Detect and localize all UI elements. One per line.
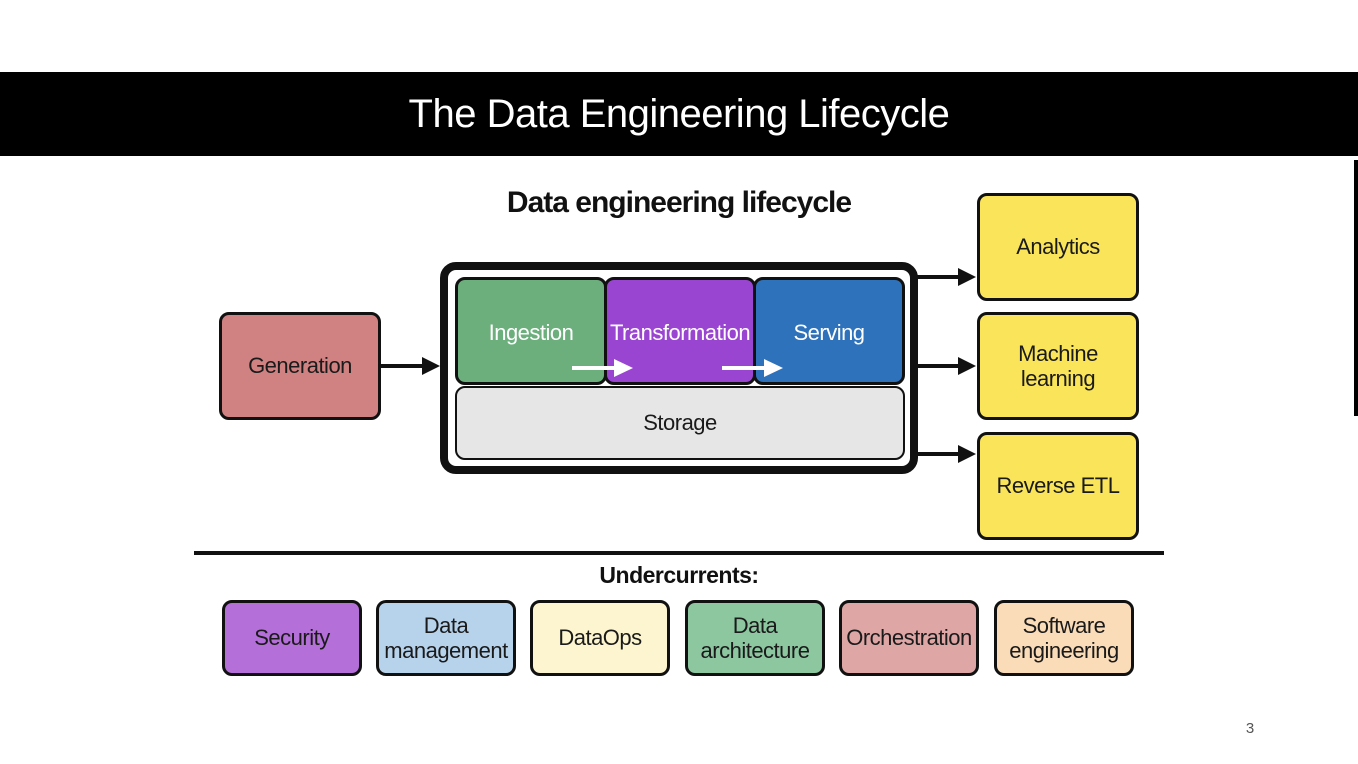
transformation-to-serving-arrow [722,359,783,377]
ingestion-to-transformation-arrow [572,359,633,377]
reverse-etl-box: Reverse ETL [977,432,1139,540]
diagram-title: Data engineering lifecycle [506,186,852,219]
slide-title: The Data Engineering Lifecycle [408,91,950,136]
page-number: 3 [1245,720,1255,737]
transformation-label: Transformation [609,320,751,345]
ingestion-box: Ingestion [455,277,607,385]
software-engineering-label: Software engineering [1009,612,1119,663]
serving-box: Serving [753,277,905,385]
reverse-etl-label: Reverse ETL [996,473,1120,499]
undercurrents-divider [194,551,1164,555]
dataops-label: DataOps [558,625,642,651]
machine-learning-label: Machine learning [1018,340,1098,391]
analytics-box: Analytics [977,193,1139,301]
dataops-box: DataOps [530,600,670,676]
lifecycle-to-machine-learning-arrow [916,357,976,375]
ingestion-label: Ingestion [488,320,574,345]
lifecycle-to-reverse-etl-arrow [916,445,976,463]
orchestration-box: Orchestration [839,600,979,676]
machine-learning-box: Machine learning [977,312,1139,420]
generation-label: Generation [248,353,352,379]
storage-label: Storage [643,410,717,436]
software-engineering-box: Software engineering [994,600,1134,676]
undercurrents-label: Undercurrents: [599,562,759,588]
security-label: Security [254,625,330,651]
analytics-label: Analytics [1016,234,1100,260]
orchestration-label: Orchestration [846,625,972,651]
data-management-box: Data management [376,600,516,676]
lifecycle-to-analytics-arrow [916,268,976,286]
generation-to-lifecycle-arrow [380,357,440,375]
serving-label: Serving [793,320,865,345]
data-management-label: Data management [384,612,508,663]
data-architecture-label: Data architecture [700,612,810,663]
generation-box: Generation [219,312,381,420]
storage-box: Storage [455,386,905,460]
slide-title-bar: The Data Engineering Lifecycle [0,72,1358,156]
right-edge-bar [1354,160,1358,416]
security-box: Security [222,600,362,676]
data-architecture-box: Data architecture [685,600,825,676]
